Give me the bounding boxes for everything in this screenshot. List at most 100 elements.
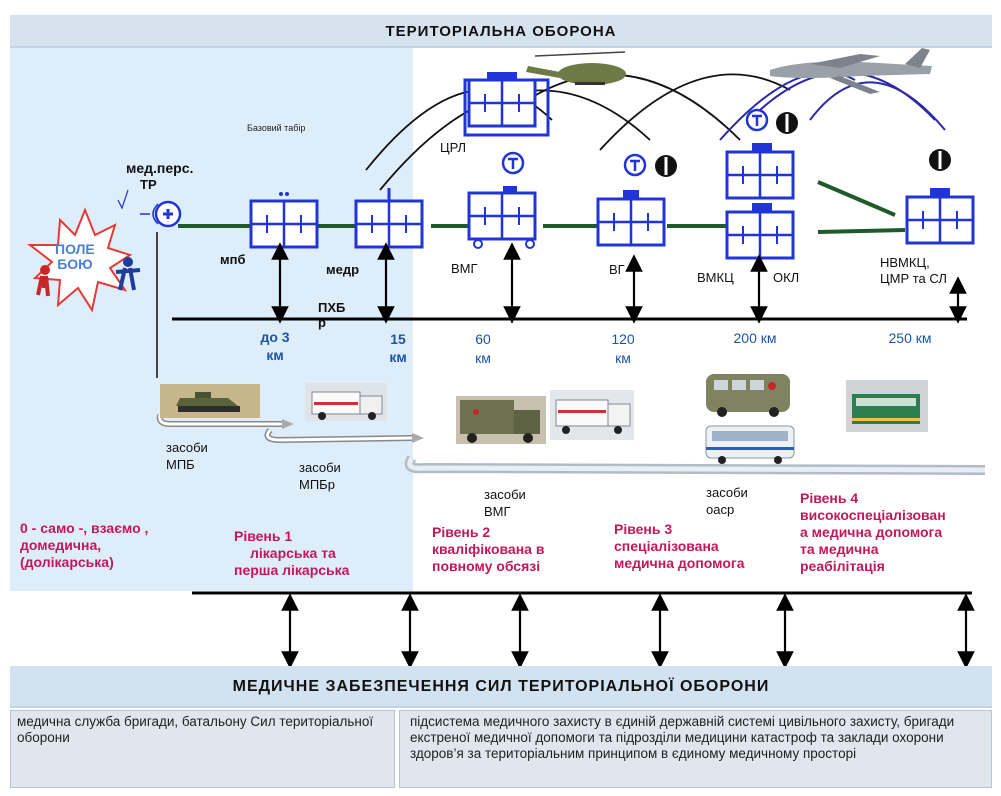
evacuation-badge-icon bbox=[745, 108, 769, 132]
distance-value: 200 км bbox=[733, 330, 777, 346]
tent-vg-icon bbox=[596, 190, 666, 247]
level-4-line: та медична bbox=[800, 541, 879, 557]
distance-label-250km: 250 км bbox=[875, 330, 945, 346]
tent-mpb-icon bbox=[249, 192, 319, 249]
level-1: 0 - само -, взаємо , Рівень 1 лікарська … bbox=[234, 528, 349, 579]
specialty-badge-icon bbox=[655, 155, 677, 177]
evacuation-badge-icon bbox=[501, 151, 525, 175]
evacuation-chain-line bbox=[178, 180, 906, 234]
level-3-line: Рівень 3 bbox=[614, 521, 673, 537]
transport-mpbr-line2: МПБр bbox=[299, 477, 335, 492]
level-1-line: лікарська та bbox=[250, 545, 336, 561]
transport-vmg-line2: ВМГ bbox=[484, 504, 511, 519]
level-0-line: домедична, bbox=[20, 537, 102, 553]
tank-vehicle-icon bbox=[160, 384, 260, 418]
crl-label: ЦРЛ bbox=[440, 140, 467, 155]
level-arrows bbox=[281, 593, 975, 669]
level-4-line: Рівень 4 bbox=[800, 490, 859, 506]
specialty-badge-icon bbox=[929, 149, 951, 171]
level-3-line: спеціалізована bbox=[614, 538, 719, 554]
transport-oasr-label: засоби оаср bbox=[706, 484, 748, 518]
distance-label-120km: 120 км bbox=[603, 330, 643, 368]
air-evacuation-arcs bbox=[365, 71, 946, 191]
tent-nvmkc-icon bbox=[905, 188, 975, 245]
transport-mpb-label: засоби МПБ bbox=[166, 439, 208, 473]
header-band bbox=[10, 15, 992, 48]
tr-label: ТР bbox=[140, 177, 157, 192]
uaz-ambulance-icon bbox=[706, 374, 790, 417]
level-2-line: Рівень 2 bbox=[432, 524, 491, 540]
vmkc-label: ВМКЦ bbox=[697, 270, 734, 285]
phb-label: ПХБ р bbox=[318, 300, 345, 330]
footer-band bbox=[10, 666, 992, 708]
medical-train-icon bbox=[846, 380, 928, 432]
distance-value: 120 bbox=[611, 331, 635, 347]
level-4-line: високоспеціалізован bbox=[800, 507, 946, 523]
level-1-line: перша лікарська bbox=[234, 562, 350, 578]
medical-personnel-icon bbox=[117, 189, 182, 228]
battlefield-burst-icon bbox=[27, 207, 141, 313]
footer-right-description: підсистема медичного захисту в єдиній де… bbox=[399, 710, 992, 788]
distance-unit: км bbox=[389, 349, 407, 365]
distance-value: до 3 bbox=[260, 329, 290, 345]
helicopter-icon bbox=[526, 51, 626, 85]
distance-value: 60 bbox=[475, 331, 491, 347]
level-3-line: медична допомога bbox=[614, 555, 745, 571]
level-0: 0 - само -, взаємо , домедична, (долікар… bbox=[20, 520, 148, 571]
military-truck-icon bbox=[456, 396, 546, 444]
transport-arrows bbox=[156, 414, 986, 475]
battlefield-label-line2: БОЮ bbox=[57, 256, 93, 272]
transport-mpbr-line1: засоби bbox=[299, 460, 341, 475]
nvmkc-label: НВМКЦ, ЦМР та СЛ bbox=[880, 255, 947, 287]
distance-unit: км bbox=[615, 350, 631, 366]
footer-left-description: медична служба бригади, батальону Сил те… bbox=[10, 710, 395, 788]
level-1-line: Рівень 1 bbox=[234, 528, 293, 544]
level-0-line: (долікарська) bbox=[20, 554, 114, 570]
evacuation-badge-icon bbox=[623, 153, 647, 177]
ambulance-vmg-icon bbox=[550, 390, 634, 440]
airplane-icon bbox=[770, 48, 932, 94]
med-pers-label: мед.перс. bbox=[126, 160, 194, 176]
level-4-line: реабілітація bbox=[800, 558, 885, 574]
distance-unit: км bbox=[266, 347, 284, 363]
level-2: Рівень 2 кваліфікована в повному обсязі bbox=[432, 524, 544, 575]
level-2-line: кваліфікована в bbox=[432, 541, 545, 557]
level-2-line: повному обсязі bbox=[432, 558, 541, 574]
vmg-label: ВМГ bbox=[451, 261, 478, 276]
level-3: Рівень 3 спеціалізована медична допомога bbox=[614, 521, 745, 572]
vg-label: ВГ bbox=[609, 262, 625, 277]
distance-label-60km: 60 км bbox=[463, 330, 503, 368]
header-title: ТЕРИТОРІАЛЬНА ОБОРОНА bbox=[385, 23, 617, 40]
transport-oasr-line2: оаср bbox=[706, 502, 735, 517]
tent-medr-icon bbox=[354, 188, 424, 249]
distance-value: 250 км bbox=[888, 330, 932, 346]
nvmkc-label-line2: ЦМР та СЛ bbox=[880, 271, 947, 286]
bus-ambulance-icon bbox=[705, 425, 795, 464]
okl-label: ОКЛ bbox=[773, 270, 800, 285]
transport-mpbr-label: засоби МПБр bbox=[299, 459, 341, 493]
distance-label-3km: до 3 км bbox=[250, 328, 300, 364]
distance-arrows bbox=[271, 242, 967, 324]
battlefield-label-line1: ПОЛЕ bbox=[55, 241, 95, 257]
distance-label-200km: 200 км bbox=[720, 330, 790, 346]
transport-oasr-line1: засоби bbox=[706, 485, 748, 500]
transport-vmg-line1: засоби bbox=[484, 487, 526, 502]
nvmkc-label-line1: НВМКЦ, bbox=[880, 255, 930, 270]
specialty-badge-icon bbox=[776, 112, 798, 134]
tent-crl-icon bbox=[463, 72, 550, 137]
battlefield-label: ПОЛЕ БОЮ bbox=[55, 242, 95, 272]
distance-unit: км bbox=[475, 350, 491, 366]
transport-vmg-label: засоби ВМГ bbox=[484, 486, 526, 520]
level-4-line: а медична допомога bbox=[800, 524, 943, 540]
distance-value: 15 bbox=[390, 331, 406, 347]
level-0-line: 0 - само -, взаємо , bbox=[20, 520, 149, 536]
mpb-label: мпб bbox=[220, 252, 246, 267]
transport-mpb-line2: МПБ bbox=[166, 457, 195, 472]
tent-vmkc-icon bbox=[725, 143, 795, 260]
phb-label-line2: р bbox=[318, 315, 326, 330]
tent-vmg-icon bbox=[467, 186, 537, 249]
transport-mpb-line1: засоби bbox=[166, 440, 208, 455]
level-4: Рівень 4 високоспеціалізован а медична д… bbox=[800, 490, 946, 575]
footer-title: МЕДИЧНЕ ЗАБЕЗПЕЧЕННЯ СИЛ ТЕРИТОРІАЛЬНОЇ … bbox=[232, 678, 770, 695]
